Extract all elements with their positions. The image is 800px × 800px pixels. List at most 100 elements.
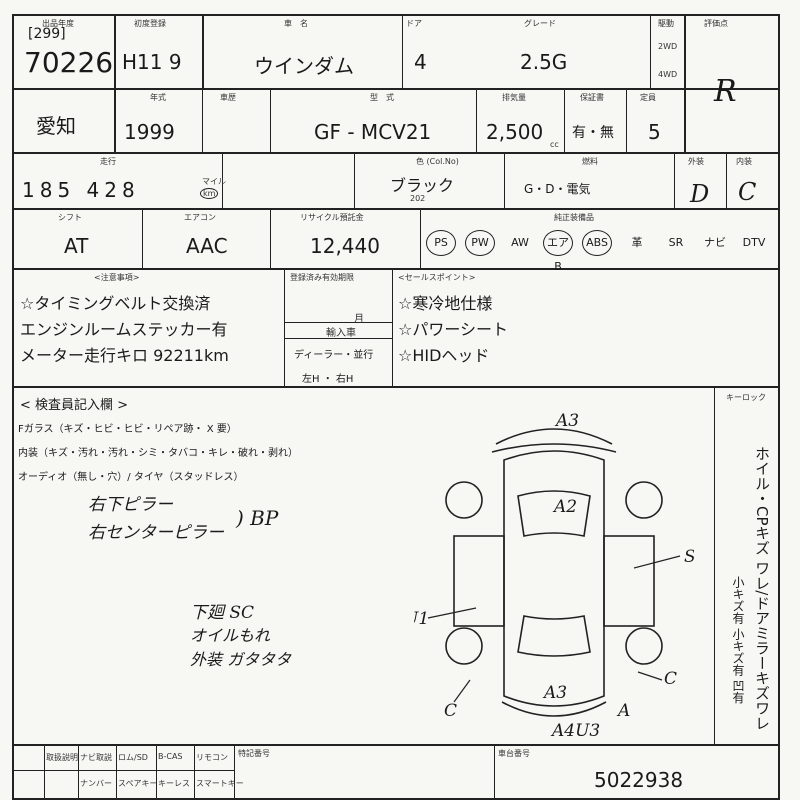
rear-right-wheel (625, 627, 663, 665)
equipment-item: エアB (543, 230, 573, 273)
chassis-label: 車台番号 (498, 749, 530, 758)
equipment-item: ナビ (704, 236, 726, 249)
warranty-value: 有・無 (572, 125, 614, 141)
auction-sheet: 出品年度 [299] 70226 初度登録 H11 9 車 名 ウインダム ドア… (12, 14, 780, 800)
arrow-c-left (453, 679, 471, 703)
footer-cell: スペアキー (118, 779, 158, 788)
sales-line: ☆寒冷地仕様 (398, 294, 493, 313)
footer-cell: リモコン (196, 753, 228, 762)
inspector-note: 右下ピラー (88, 495, 173, 515)
remark-label: 特記番号 (238, 749, 270, 758)
keylock-small-text: 小キズ有 小キズ有 凹有 (731, 576, 745, 704)
inspector-note: 外装 ガタタタ (190, 650, 292, 669)
inspector-note: 下廻 SC (190, 603, 255, 623)
diagram-mark: C (664, 669, 677, 689)
equipment-item: 革 (631, 236, 643, 249)
color-code: 202 (410, 194, 426, 203)
door-count: 4 (414, 50, 427, 74)
door-label: ドア (406, 19, 422, 28)
equipment-label: 純正装備品 (554, 213, 594, 222)
drive-label: 駆動 (658, 19, 674, 28)
car-name: ウインダム (254, 54, 354, 78)
windshield (517, 490, 591, 537)
diagram-mark: A2 (552, 497, 577, 517)
mileage-unit: km (200, 188, 219, 199)
car-name-label: 車 名 (284, 19, 308, 28)
car-damage-diagram: A3 A2 S U1 C C A3 A A4U3 (414, 411, 694, 740)
fuel-value: G・D・電気 (524, 182, 591, 196)
equipment-item: PS (426, 230, 456, 256)
shift-value: AT (64, 234, 89, 258)
recycle-value: 12,440 (310, 234, 380, 258)
warranty-label: 保証書 (580, 93, 604, 102)
region-value: 愛知 (36, 114, 76, 138)
sales-label: <セールスポイント> (398, 273, 476, 282)
front-left-wheel (445, 481, 483, 519)
mileage-value: 185 428 (22, 178, 140, 202)
diagram-mark: C (444, 701, 457, 721)
left-door-panel (453, 535, 505, 627)
drive-2wd: 2WD (658, 42, 678, 51)
exterior-label: 外装 (688, 157, 704, 166)
diagram-mark: A3 (554, 411, 579, 431)
diagram-mark: A4U3 (550, 721, 600, 740)
front-bumper-outline (495, 428, 613, 445)
equipment-list: PS PW AW エアB ABS 革 SR ナビ DTV (426, 230, 778, 273)
diagram-mark: A (616, 701, 630, 721)
color-label: 色 (Col.No) (416, 157, 459, 166)
arrow-c-right (637, 671, 663, 681)
note-line: ☆タイミングベルト交換済 (20, 294, 211, 313)
chassis-number: 5022938 (594, 768, 684, 792)
equipment-item: SR (668, 236, 684, 249)
footer-cell: B-CAS (158, 752, 183, 761)
keylock-label: キーロック (726, 393, 766, 402)
shift-label: シフト (58, 213, 82, 222)
inspector-glass: Fガラス（キズ・ヒビ・ヒビ・リペア跡・ X 要） (18, 424, 237, 435)
sales-line: ☆HIDヘッド (398, 346, 490, 365)
score-value: R (714, 74, 737, 109)
displacement-label: 排気量 (502, 93, 526, 102)
inspector-interior: 内装（キズ・汚れ・汚れ・シミ・タバコ・キレ・破れ・剥れ） (18, 448, 298, 459)
inspector-note: ) BP (236, 506, 279, 530)
ac-label: エアコン (184, 213, 216, 222)
capacity-value: 5 (648, 120, 661, 144)
interior-label: 内装 (736, 157, 752, 166)
footer-cell: キーレス (158, 779, 190, 788)
reg-label: 初度登録 (134, 19, 166, 28)
keylock-vertical-text: ホイル・CPキズ ワレ/ドアミラーキズワレ (753, 446, 771, 731)
year-value: 1999 (124, 120, 175, 144)
sales-line: ☆パワーシート (398, 320, 509, 339)
reg-value: H11 9 (122, 50, 182, 74)
equipment-item: PW (465, 230, 495, 256)
diagram-mark: A3 (542, 683, 567, 703)
equipment-item: ABS (582, 230, 612, 256)
model-value: GF - MCV21 (314, 120, 432, 144)
color-value: ブラック (390, 176, 455, 195)
lot-code: [299] (28, 26, 66, 42)
inspector-audio: オーディオ（無し・穴）/ タイヤ（スタッドレス） (18, 472, 244, 483)
import-handle: 左H ・ 右H (302, 374, 354, 385)
exterior-value: D (690, 180, 710, 208)
lot-label: 出品年度 (42, 19, 74, 28)
footer-cell: スマートキー (196, 779, 244, 788)
arrow-u1 (427, 607, 477, 619)
note-line: メーター走行キロ 92211km (20, 346, 229, 365)
equipment-item: AW (511, 236, 529, 249)
mileage-label: 走行 (100, 157, 116, 166)
displacement-value: 2,500 (486, 120, 544, 144)
diagram-mark: S (684, 547, 694, 567)
import-dealer: ディーラー・並行 (294, 350, 374, 361)
grade-label: グレード (524, 19, 556, 28)
drive-4wd: 4WD (658, 70, 678, 79)
inspector-note: オイルもれ (190, 626, 271, 645)
footer-cell: ナンバー (80, 779, 112, 788)
grade-value: 2.5G (520, 50, 568, 74)
expiry-label: 登録済み有効期限 (290, 273, 354, 282)
front-hood-edge (491, 443, 617, 453)
recycle-label: リサイクル預託金 (300, 213, 364, 222)
equipment-item: DTV (742, 236, 766, 249)
diagram-mark: U1 (414, 609, 429, 629)
note-line: エンジンルームステッカー有 (20, 320, 228, 339)
category-label: 車歴 (220, 93, 236, 102)
expiry-month: 月 (354, 314, 364, 325)
